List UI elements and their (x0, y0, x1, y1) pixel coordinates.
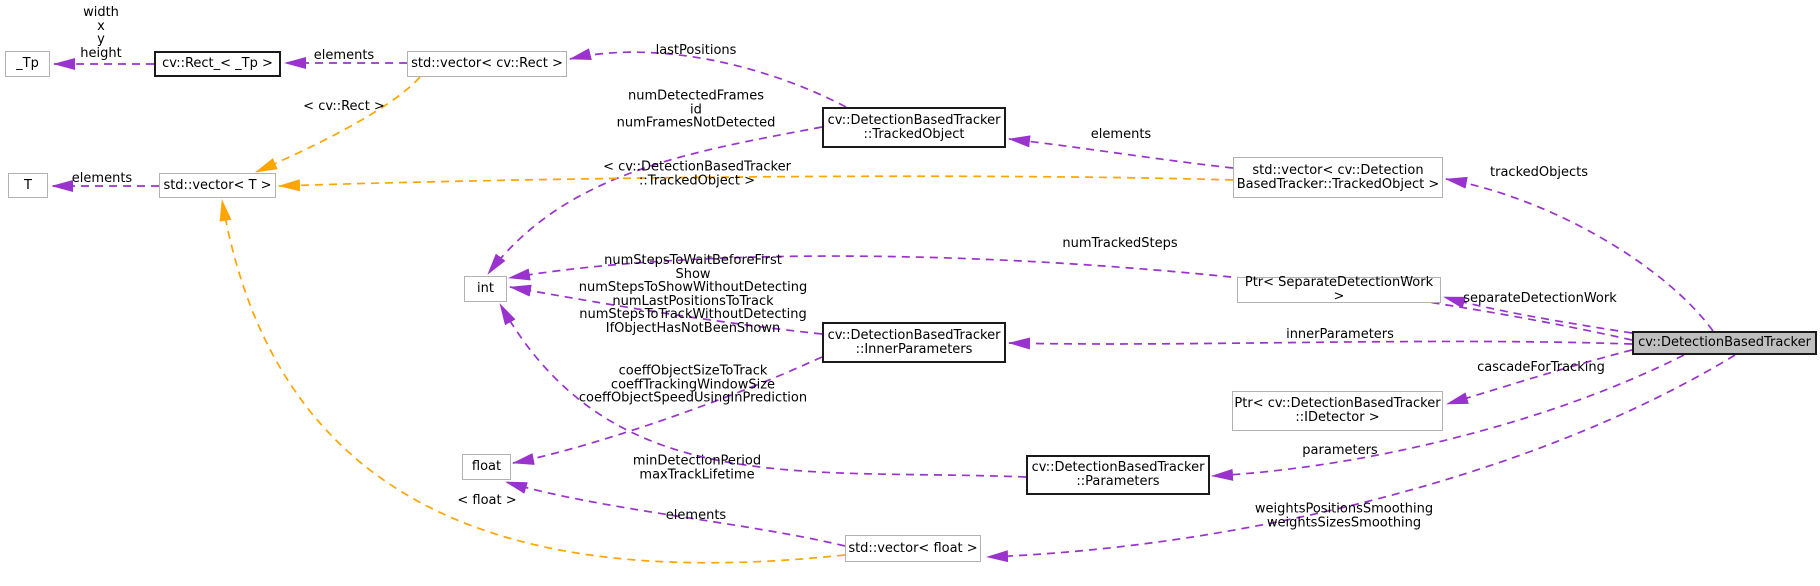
edge-label-main-to-vec-float: weightsPositionsSmoothing weightsSizesSm… (1254, 501, 1434, 530)
edge-vec-rect-to-vec-t (255, 76, 421, 173)
edge-label-tracked-object-to-vec-rect: lastPositions (655, 43, 737, 59)
edge-label-vec-t-to-t: elements (71, 171, 133, 187)
edge-label-tracked-object-to-int: numDetectedFrames id numFramesNotDetecte… (616, 88, 776, 131)
edge-label-main-to-ptr-sep: separateDetectionWork (1463, 291, 1617, 307)
edge-vec-float-to-vec-t (219, 199, 846, 564)
edge-label-vec-float-to-vec-t: < float > (457, 493, 517, 509)
edge-label-rect-to-tp: width x y height (80, 4, 122, 61)
edge-label-main-to-vec-tracked: trackedObjects (1490, 165, 1588, 181)
edge-label-vec-rect-to-vec-t: < cv::Rect > (303, 99, 385, 115)
edge-label-vec-tracked-to-tracked-object: elements (1090, 127, 1152, 143)
edge-label-params-to-int: minDetectionPeriod maxTrackLifetime (632, 453, 762, 482)
node-tracked-object[interactable]: cv::DetectionBasedTracker ::TrackedObjec… (822, 107, 1006, 148)
edge-vec-tracked-to-tracked-object (1008, 135, 1234, 169)
edge-label-main-to-params: parameters (1302, 443, 1378, 459)
node-vec-rect: std::vector< cv::Rect > (407, 51, 567, 77)
edge-label-main-to-inner-params: innerParameters (1286, 327, 1394, 343)
node-vec-float: std::vector< float > (845, 535, 981, 562)
edge-main-to-vec-float (986, 354, 1736, 563)
edge-vec-float-to-float (505, 481, 846, 547)
node-rect[interactable]: cv::Rect_< _Tp > (154, 51, 281, 77)
node-float: float (462, 454, 511, 480)
edge-label-main-to-int: numTrackedSteps (1062, 236, 1178, 252)
node-tp: _Tp (5, 51, 50, 77)
node-vec-t: std::vector< T > (159, 173, 276, 198)
node-t: T (8, 173, 48, 198)
edge-label-inner-params-to-float: coeffObjectSizeToTrack coeffTrackingWind… (578, 363, 808, 406)
edge-tracked-object-to-int (487, 126, 823, 275)
edge-main-to-int (508, 255, 1633, 341)
edge-main-to-inner-params (1008, 337, 1633, 350)
edge-vec-tracked-to-vec-t (278, 175, 1234, 192)
node-int: int (464, 276, 507, 302)
edge-inner-params-to-float (512, 356, 823, 465)
edge-label-inner-params-to-int: numStepsToWaitBeforeFirst Show numStepsT… (578, 253, 808, 337)
edge-main-to-params (1211, 354, 1685, 481)
node-ptr-sep: Ptr< SeparateDetectionWork > (1237, 276, 1441, 303)
edge-label-vec-float-to-float: elements (665, 508, 727, 524)
node-main: cv::DetectionBasedTracker (1632, 331, 1817, 355)
node-inner-params[interactable]: cv::DetectionBasedTracker ::InnerParamet… (822, 322, 1006, 363)
edge-main-to-ptr-sep (1443, 296, 1633, 334)
node-vec-tracked: std::vector< cv::Detection BasedTracker:… (1233, 157, 1443, 198)
node-params[interactable]: cv::DetectionBasedTracker ::Parameters (1026, 455, 1210, 495)
edge-tracked-object-to-vec-rect (569, 48, 847, 108)
edge-main-to-ptr-idetector (1446, 349, 1633, 405)
edge-label-vec-tracked-to-vec-t: < cv::DetectionBasedTracker ::TrackedObj… (603, 159, 791, 188)
edge-label-main-to-ptr-idetector: cascadeForTracking (1477, 360, 1605, 376)
edge-label-vec-rect-to-rect: elements (313, 48, 375, 64)
node-ptr-idetector: Ptr< cv::DetectionBasedTracker ::IDetect… (1232, 391, 1443, 431)
edge-main-to-vec-tracked (1445, 176, 1714, 332)
